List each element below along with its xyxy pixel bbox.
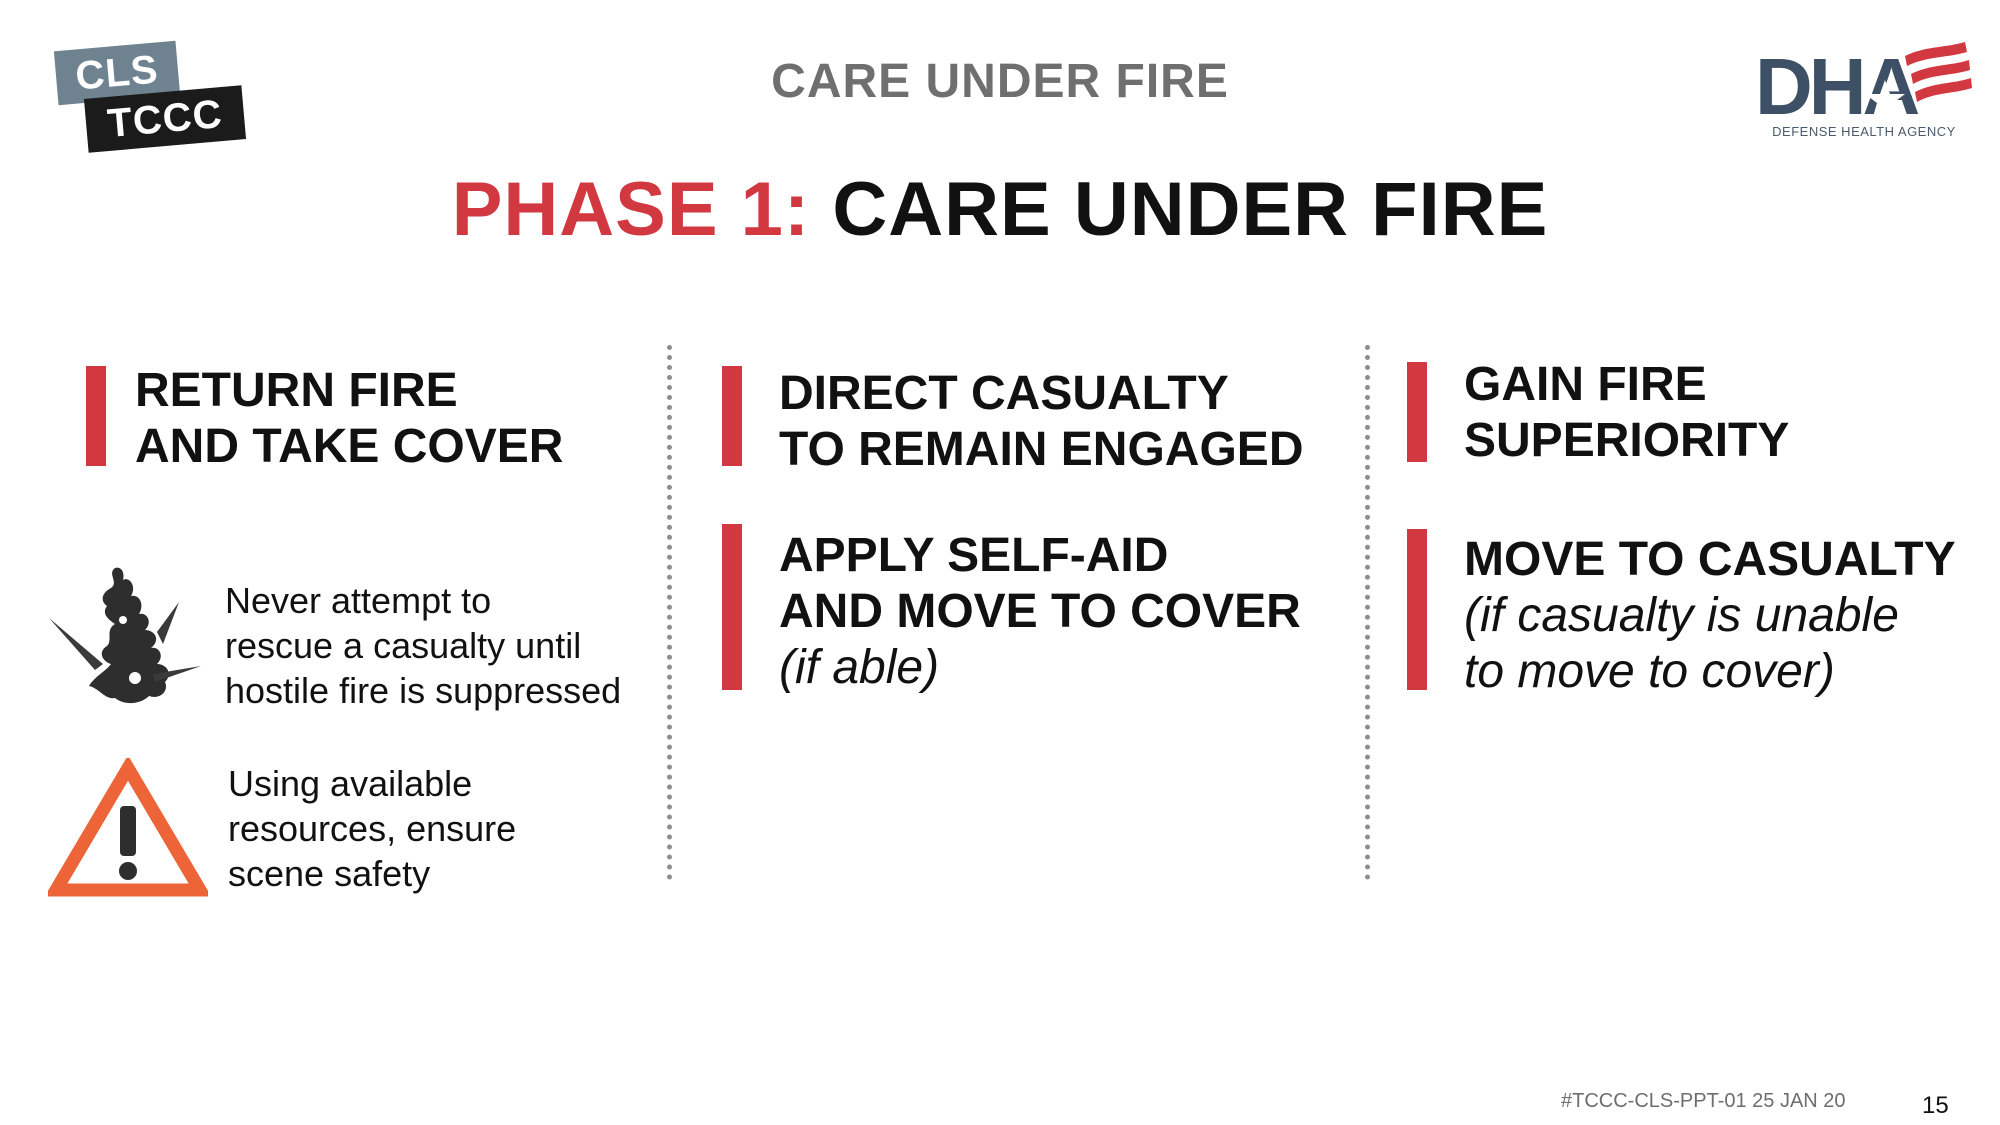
action-qualifier: (if able) [779, 641, 940, 694]
header-title: CARE UNDER FIRE [771, 55, 1229, 108]
action-move-to-casualty: MOVE TO CASUALTY (if casualty is unable … [1464, 532, 1956, 700]
slide-title: PHASE 1: CARE UNDER FIRE [0, 166, 2000, 253]
page-number: 15 [1922, 1092, 1949, 1119]
action-return-fire: RETURN FIRE AND TAKE COVER [135, 363, 563, 475]
note-line: Never attempt to [225, 580, 492, 621]
action-line: AND TAKE COVER [135, 420, 564, 473]
accent-bar [1407, 362, 1427, 462]
warning-icon [48, 758, 208, 897]
agency-name: DEFENSE HEALTH AGENCY [1772, 124, 1956, 139]
dha-logo: DHA [1755, 42, 1972, 131]
note-line: resources, ensure [228, 808, 517, 849]
footer-code: #TCCC-CLS-PPT-01 25 JAN 20 [1561, 1090, 1846, 1112]
slide-title-main: CARE UNDER FIRE [832, 167, 1549, 252]
action-direct-casualty: DIRECT CASUALTY TO REMAIN ENGAGED [779, 366, 1303, 478]
action-line: TO REMAIN ENGAGED [779, 423, 1304, 476]
note-suppress-fire: Never attempt to rescue a casualty until… [225, 578, 621, 713]
note-line: hostile fire is suppressed [225, 670, 622, 711]
action-qualifier: (if casualty is unable [1464, 589, 1899, 642]
flag-stripes-icon [1905, 42, 1972, 102]
accent-bar [722, 366, 742, 466]
action-fire-superiority: GAIN FIRE SUPERIORITY [1464, 357, 1789, 469]
column-divider [667, 345, 672, 880]
accent-bar [1407, 529, 1427, 690]
note-line: rescue a casualty until [225, 625, 582, 666]
note-line: scene safety [228, 853, 431, 894]
explosion-icon [49, 567, 201, 704]
action-line: MOVE TO CASUALTY [1464, 533, 1956, 586]
dha-logo-text: DHA [1755, 42, 1919, 131]
slide-title-prefix: PHASE 1: [451, 167, 811, 252]
action-line: DIRECT CASUALTY [779, 367, 1229, 420]
action-line: SUPERIORITY [1464, 414, 1790, 467]
action-line: APPLY SELF-AID [779, 529, 1169, 582]
note-line: Using available [228, 763, 473, 804]
action-self-aid: APPLY SELF-AID AND MOVE TO COVER (if abl… [779, 528, 1301, 696]
column-divider [1365, 345, 1370, 880]
accent-bar [722, 524, 742, 690]
action-line: AND MOVE TO COVER [779, 585, 1301, 638]
action-line: RETURN FIRE [135, 364, 458, 417]
action-line: GAIN FIRE [1464, 358, 1707, 411]
note-scene-safety: Using available resources, ensure scene … [228, 761, 516, 896]
action-qualifier: to move to cover) [1464, 645, 1835, 698]
star-icon [1865, 80, 1905, 117]
accent-bar [86, 366, 106, 466]
